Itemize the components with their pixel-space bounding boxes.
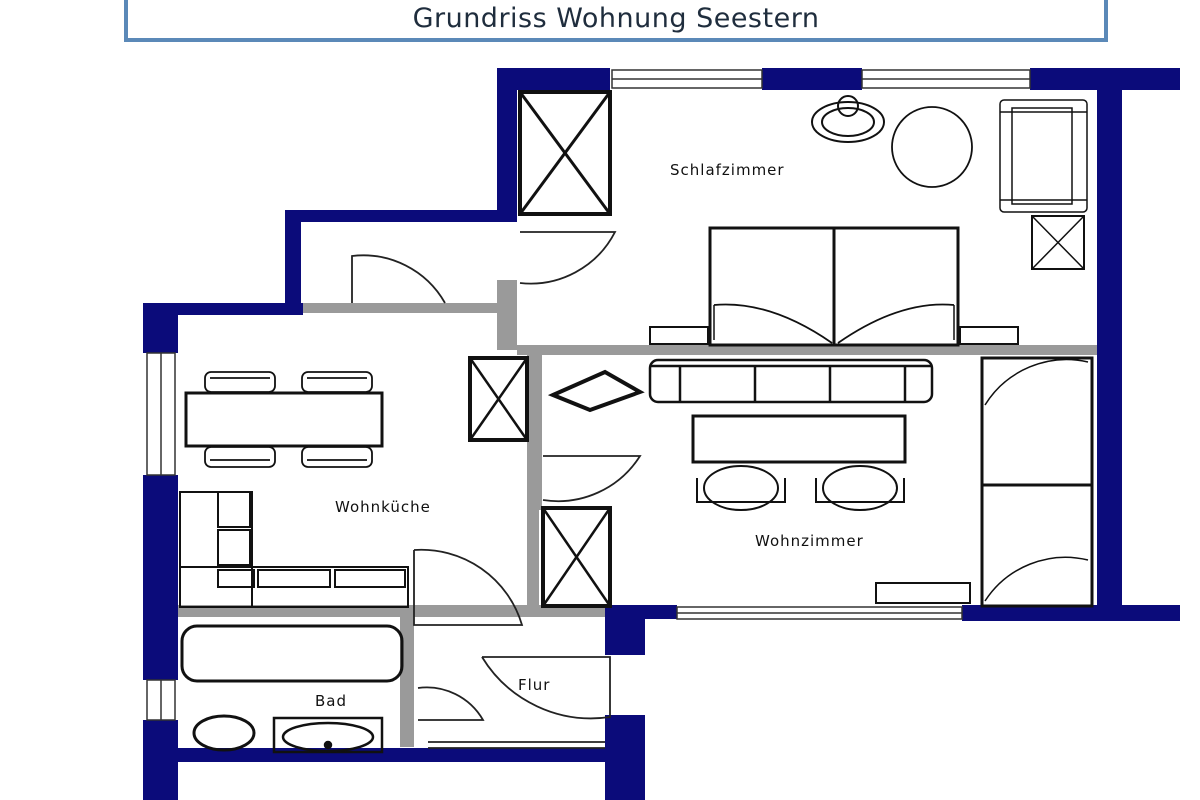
small-cabinet	[1031, 215, 1085, 270]
armchairs-living	[696, 465, 905, 511]
dining-table	[184, 391, 384, 448]
toilet	[192, 714, 256, 752]
double-bed	[708, 226, 960, 347]
dining-chairs	[204, 371, 373, 468]
shower	[272, 716, 384, 754]
sofa-bedroom	[999, 99, 1088, 213]
tv-board	[875, 582, 971, 604]
windows	[146, 69, 1031, 721]
bathtub	[180, 624, 404, 683]
coffee-table	[691, 414, 907, 464]
room-label-schlafzimmer: Schlafzimmer	[670, 161, 785, 179]
wall-cabinet-living	[980, 356, 1094, 608]
title-box: Grundriss Wohnung Seestern	[124, 0, 1108, 42]
kitchen-counter	[179, 491, 409, 608]
outer-walls	[143, 68, 1180, 800]
sofa-living	[648, 358, 934, 404]
round-table-bedroom	[891, 106, 973, 188]
room-label-bad: Bad	[315, 692, 347, 710]
room-label-wohnkueche: Wohnküche	[335, 498, 431, 516]
plan-title: Grundriss Wohnung Seestern	[412, 2, 820, 34]
doors	[351, 231, 642, 749]
diamond-table	[547, 369, 645, 413]
armchair-bedroom	[811, 95, 885, 143]
furniture	[179, 90, 1094, 754]
room-label-wohnzimmer: Wohnzimmer	[755, 532, 864, 550]
inner-walls	[178, 280, 1099, 747]
room-label-flur: Flur	[518, 676, 550, 694]
nightstand-right	[959, 326, 1019, 345]
nightstand-left	[649, 326, 709, 345]
